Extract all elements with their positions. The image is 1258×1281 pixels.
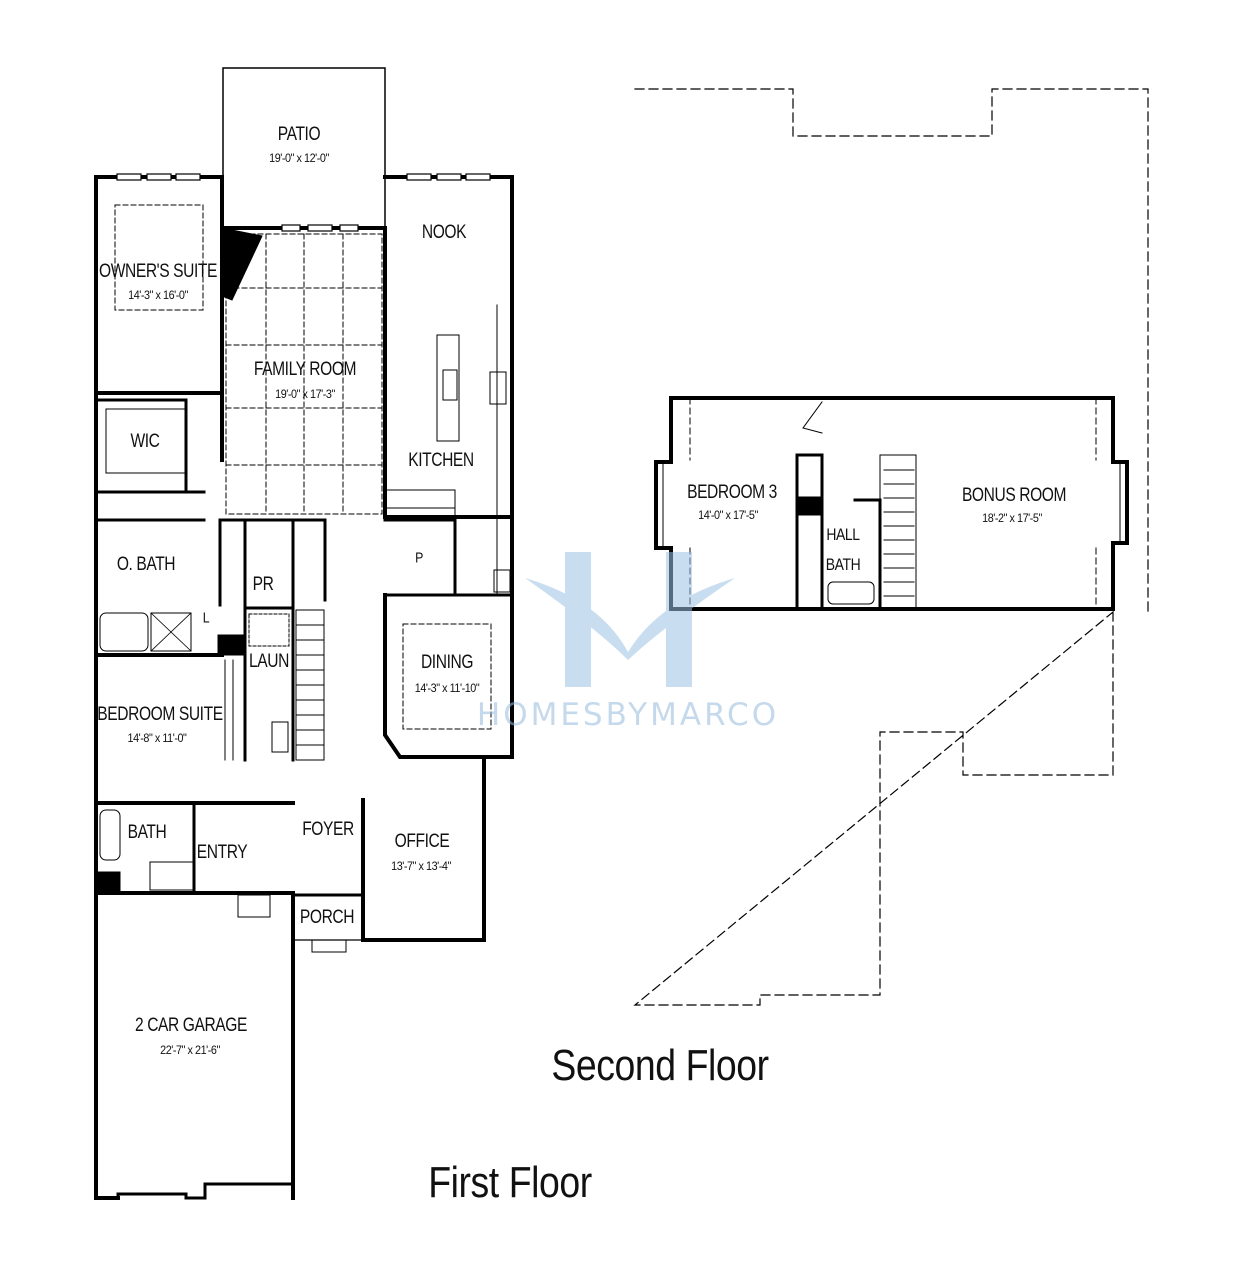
room-bedroom-3-dims: 14'-0" x 17'-5"	[698, 508, 758, 522]
room-patio-name: PATIO	[277, 124, 321, 145]
room-owners-bath-name: O. BATH	[116, 554, 176, 575]
room-linen-name: L	[202, 609, 210, 627]
room-nook-name: NOOK	[421, 222, 467, 243]
room-garage-name: 2 CAR GARAGE	[135, 1015, 247, 1036]
room-foyer-name: FOYER	[302, 819, 354, 840]
patio-outline	[222, 67, 386, 229]
room-owners-suite-name: OWNER'S SUITE	[99, 261, 217, 282]
room-dining-dims: 14'-3" x 11'-10"	[414, 681, 480, 695]
room-garage-dims: 22'-7" x 21'-6"	[160, 1043, 220, 1057]
second-floor-title: Second Floor	[551, 1041, 769, 1090]
room-hall-name: HALL	[826, 525, 860, 544]
room-wic-name: WIC	[130, 431, 160, 452]
room-owners-suite-dims: 14'-3" x 16'-0"	[128, 288, 188, 302]
room-hall-bath-name: BATH	[825, 555, 861, 574]
room-bedroom-suite-dims: 14'-8" x 11'-0"	[127, 731, 187, 745]
room-entry-name: ENTRY	[196, 842, 248, 863]
room-laundry-name: LAUN	[249, 651, 289, 672]
room-office-dims: 13'-7" x 13'-4"	[391, 859, 451, 873]
room-kitchen-name: KITCHEN	[408, 450, 474, 471]
first-floor-title: First Floor	[428, 1158, 592, 1207]
room-porch-name: PORCH	[299, 907, 355, 928]
room-bath-name: BATH	[127, 822, 167, 843]
room-bonus-room-name: BONUS ROOM	[961, 485, 1067, 506]
room-powder-room-name: PR	[252, 574, 274, 595]
room-dining-name: DINING	[420, 652, 474, 673]
second-floor-roof-outline	[633, 88, 1149, 1006]
room-patio-dims: 19'-0" x 12'-0"	[269, 151, 329, 165]
room-pantry-name: P	[415, 549, 423, 567]
watermark-logo-icon	[525, 552, 735, 687]
watermark-text: HOMESBYMARCO	[476, 697, 780, 733]
room-family-room-dims: 19'-0" x 17'-3"	[275, 387, 335, 401]
room-bonus-room-dims: 18'-2" x 17'-5"	[982, 511, 1042, 525]
room-office-name: OFFICE	[394, 831, 450, 852]
second-floor-exterior-wall	[654, 396, 1129, 611]
room-bedroom-suite-name: BEDROOM SUITE	[97, 704, 223, 725]
room-bedroom-3-name: BEDROOM 3	[687, 482, 777, 503]
room-family-room-name: FAMILY ROOM	[253, 359, 357, 380]
